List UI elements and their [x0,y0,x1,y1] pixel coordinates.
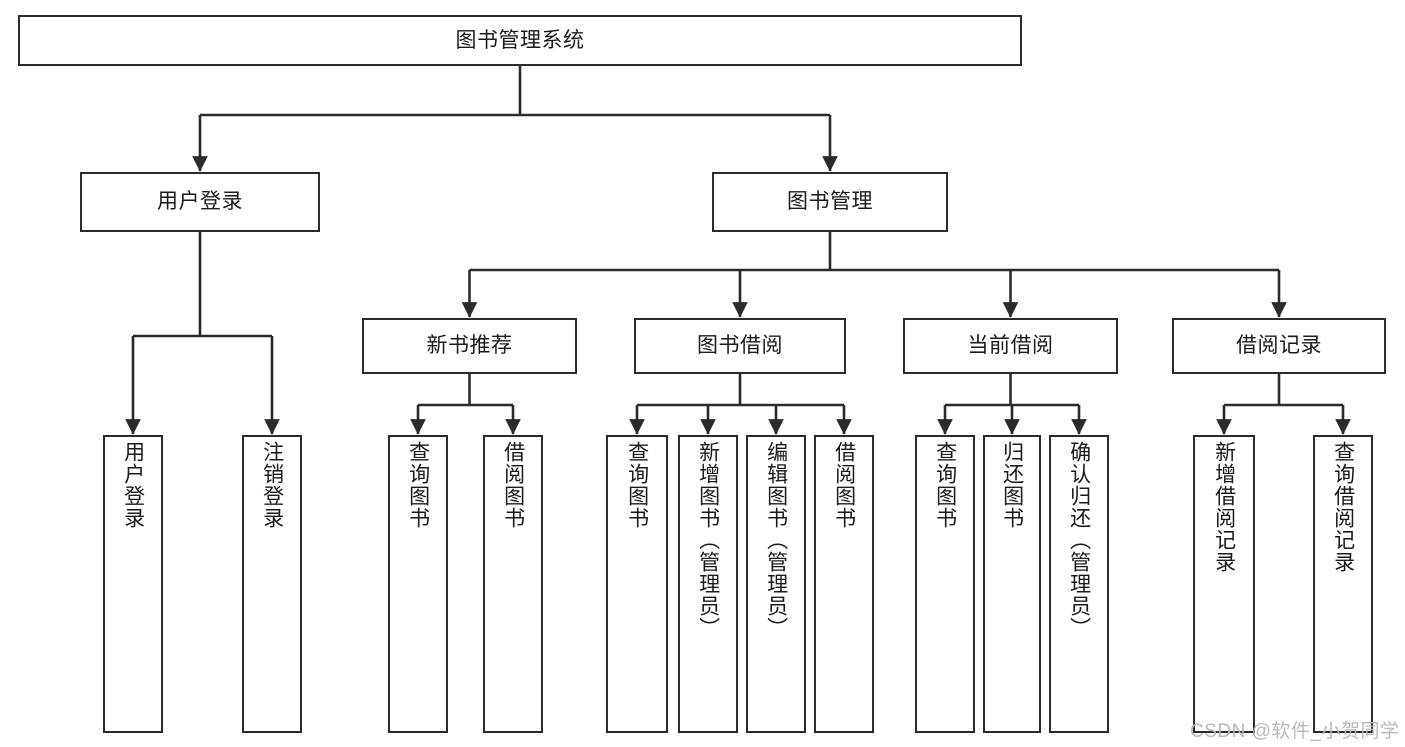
node-label: 查询借阅记录 [1331,441,1355,573]
node-label: 图书借阅 [697,334,783,358]
node-leaf-edit-book[interactable]: 编辑图书（管理员） [746,435,806,733]
node-leaf-logout[interactable]: 注销登录 [242,435,302,733]
node-leaf-borrow-book-1[interactable]: 借阅图书 [483,435,543,733]
node-leaf-return-book[interactable]: 归还图书 [983,435,1041,733]
tree-connectors [125,66,1351,435]
node-leaf-query-book-3[interactable]: 查询图书 [915,435,975,733]
node-leaf-confirm-return[interactable]: 确认归还（管理员） [1049,435,1109,733]
node-current-borrow[interactable]: 当前借阅 [903,318,1118,374]
node-root[interactable]: 图书管理系统 [18,15,1022,66]
node-borrow-record[interactable]: 借阅记录 [1172,318,1386,374]
node-leaf-query-book-1[interactable]: 查询图书 [388,435,448,733]
node-label: 查询图书 [406,441,430,529]
node-label: 用户登录 [157,190,243,214]
node-label: 新增借阅记录 [1212,441,1236,573]
node-leaf-query-book-2[interactable]: 查询图书 [606,435,668,733]
node-label: 图书管理系统 [455,28,585,52]
node-book-borrow[interactable]: 图书借阅 [634,318,846,374]
node-label: 借阅记录 [1236,334,1322,358]
node-label: 新增图书（管理员） [696,441,720,639]
node-label: 归还图书 [1000,441,1024,529]
node-label: 确认归还（管理员） [1067,441,1091,639]
node-book-manage[interactable]: 图书管理 [712,172,948,232]
node-user-login[interactable]: 用户登录 [80,172,320,232]
node-leaf-query-record[interactable]: 查询借阅记录 [1313,435,1373,733]
node-leaf-add-book[interactable]: 新增图书（管理员） [678,435,738,733]
node-leaf-user-login[interactable]: 用户登录 [103,435,163,733]
node-leaf-add-record[interactable]: 新增借阅记录 [1193,435,1255,733]
node-label: 查询图书 [933,441,957,529]
node-label: 新书推荐 [426,334,513,358]
node-label: 借阅图书 [501,441,525,529]
node-label: 图书管理 [787,190,873,214]
node-label: 编辑图书（管理员） [764,441,788,639]
node-label: 用户登录 [121,441,145,529]
node-label: 借阅图书 [832,441,856,529]
node-label: 查询图书 [625,441,649,529]
node-leaf-borrow-book-2[interactable]: 借阅图书 [814,435,874,733]
node-label: 注销登录 [260,441,284,529]
node-new-book-rec[interactable]: 新书推荐 [362,318,577,374]
node-label: 当前借阅 [967,334,1054,358]
